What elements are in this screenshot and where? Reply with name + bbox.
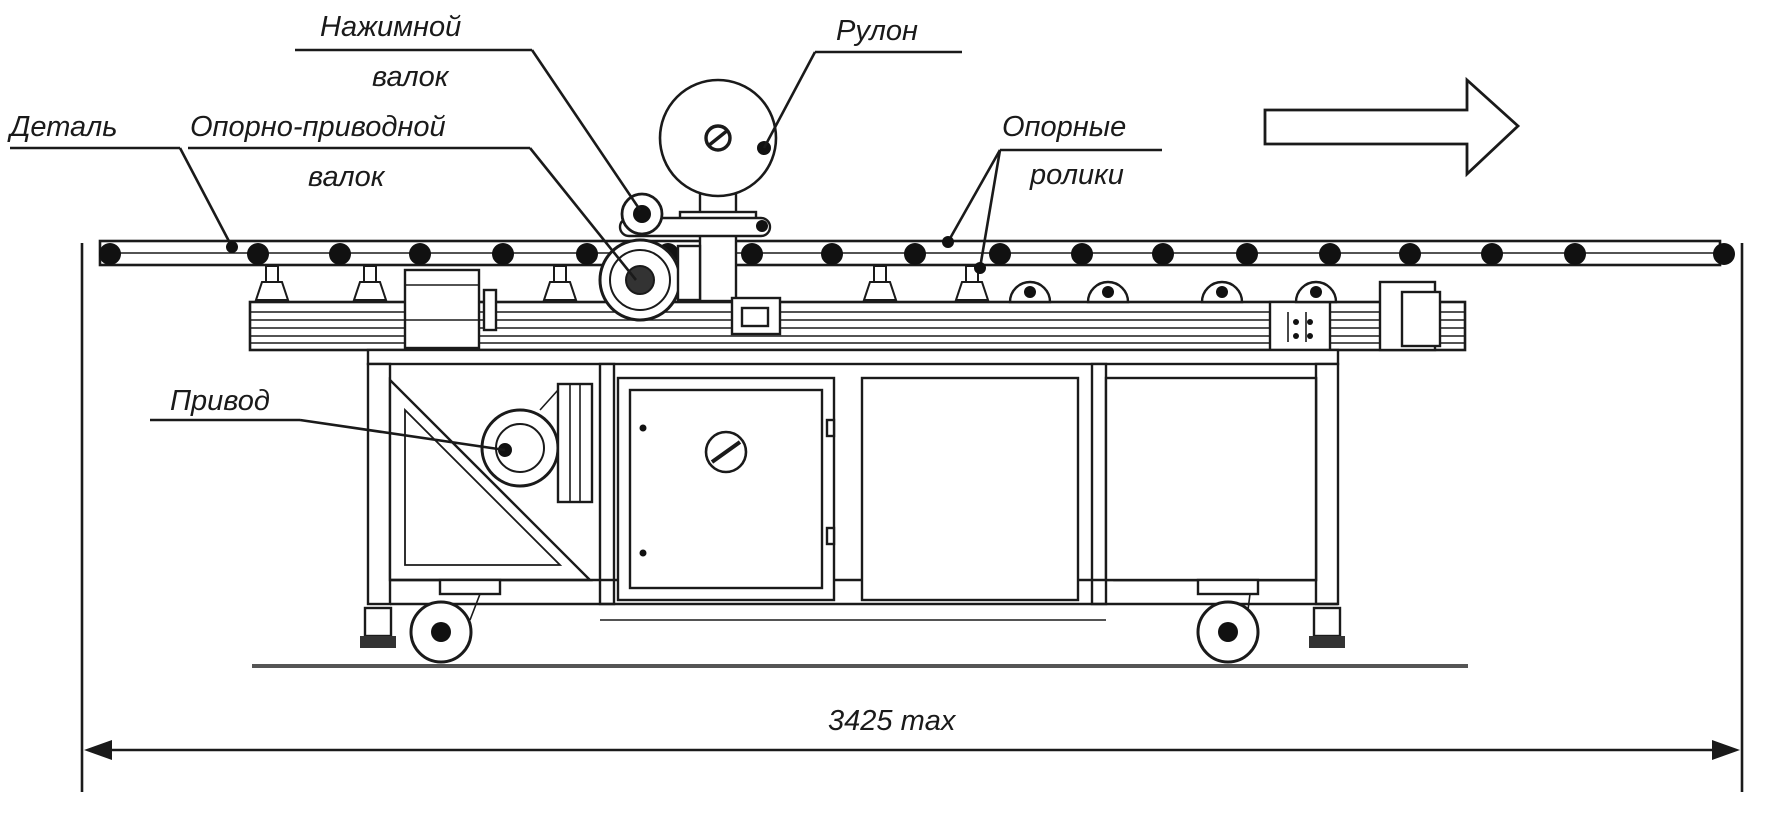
roller-housings [1008, 280, 1338, 304]
label-drive: Привод [170, 385, 270, 417]
left-control-box [403, 268, 498, 350]
label-pressure-roller-line1: Нажимной [320, 11, 461, 43]
support-roller-dot [904, 243, 926, 265]
support-roller-dot [741, 243, 763, 265]
roller-bracket-post [873, 265, 887, 283]
support-roller-dot [1713, 243, 1735, 265]
support-roller-dot [1481, 243, 1503, 265]
label-support-drive-roller-line2: валок [308, 161, 386, 193]
labels: Деталь Нажимной валок Опорно-приводной в… [7, 11, 1126, 737]
center-block [730, 296, 782, 336]
support-roller-dot [247, 243, 269, 265]
support-roller-dot [989, 243, 1011, 265]
roller-bracket [542, 281, 578, 301]
pressure-roller-arm [618, 192, 772, 238]
support-roller-dot [1319, 243, 1341, 265]
roller-bracket [862, 281, 898, 301]
dimension-line [84, 740, 1740, 760]
support-rollers-row [99, 243, 1735, 265]
support-roller-dot [1236, 243, 1258, 265]
roller-housing-axle [1024, 286, 1036, 298]
label-support-drive-roller-line1: Опорно-приводной [190, 111, 446, 143]
support-roller-dot [1399, 243, 1421, 265]
support-roller-dot [1152, 243, 1174, 265]
roller-bracket-post [265, 265, 279, 283]
leader-lines [10, 48, 1162, 452]
label-support-rollers-line2: ролики [1029, 159, 1124, 191]
support-roller-dot [821, 243, 843, 265]
support-roller-dot [1564, 243, 1586, 265]
support-roller-dot [99, 243, 121, 265]
drive-motor [480, 382, 594, 504]
label-dimension: 3425 max [828, 705, 957, 737]
roller-bracket [352, 281, 388, 301]
support-roller-dot [1071, 243, 1093, 265]
support-roller-dot [576, 243, 598, 265]
roller-bracket [954, 281, 990, 301]
machine-frame [366, 348, 1340, 621]
casters [360, 578, 1345, 664]
roller-bracket-post [363, 265, 377, 283]
roller-bracket [254, 281, 290, 301]
roller-bracket-post [553, 265, 567, 283]
support-roller-dot [409, 243, 431, 265]
roller-housing-axle [1310, 286, 1322, 298]
label-detal: Деталь [7, 111, 117, 143]
direction-arrow [1263, 76, 1521, 178]
roller-brackets [254, 265, 990, 301]
label-support-rollers-line1: Опорные [1002, 111, 1126, 143]
label-pressure-roller-line2: валок [372, 61, 450, 93]
zone-outline [80, 243, 1744, 792]
support-roller-dot [492, 243, 514, 265]
roller-housing-axle [1102, 286, 1114, 298]
label-roll: Рулон [836, 15, 918, 47]
roller-housing-axle [1216, 286, 1228, 298]
support-roller-dot [329, 243, 351, 265]
